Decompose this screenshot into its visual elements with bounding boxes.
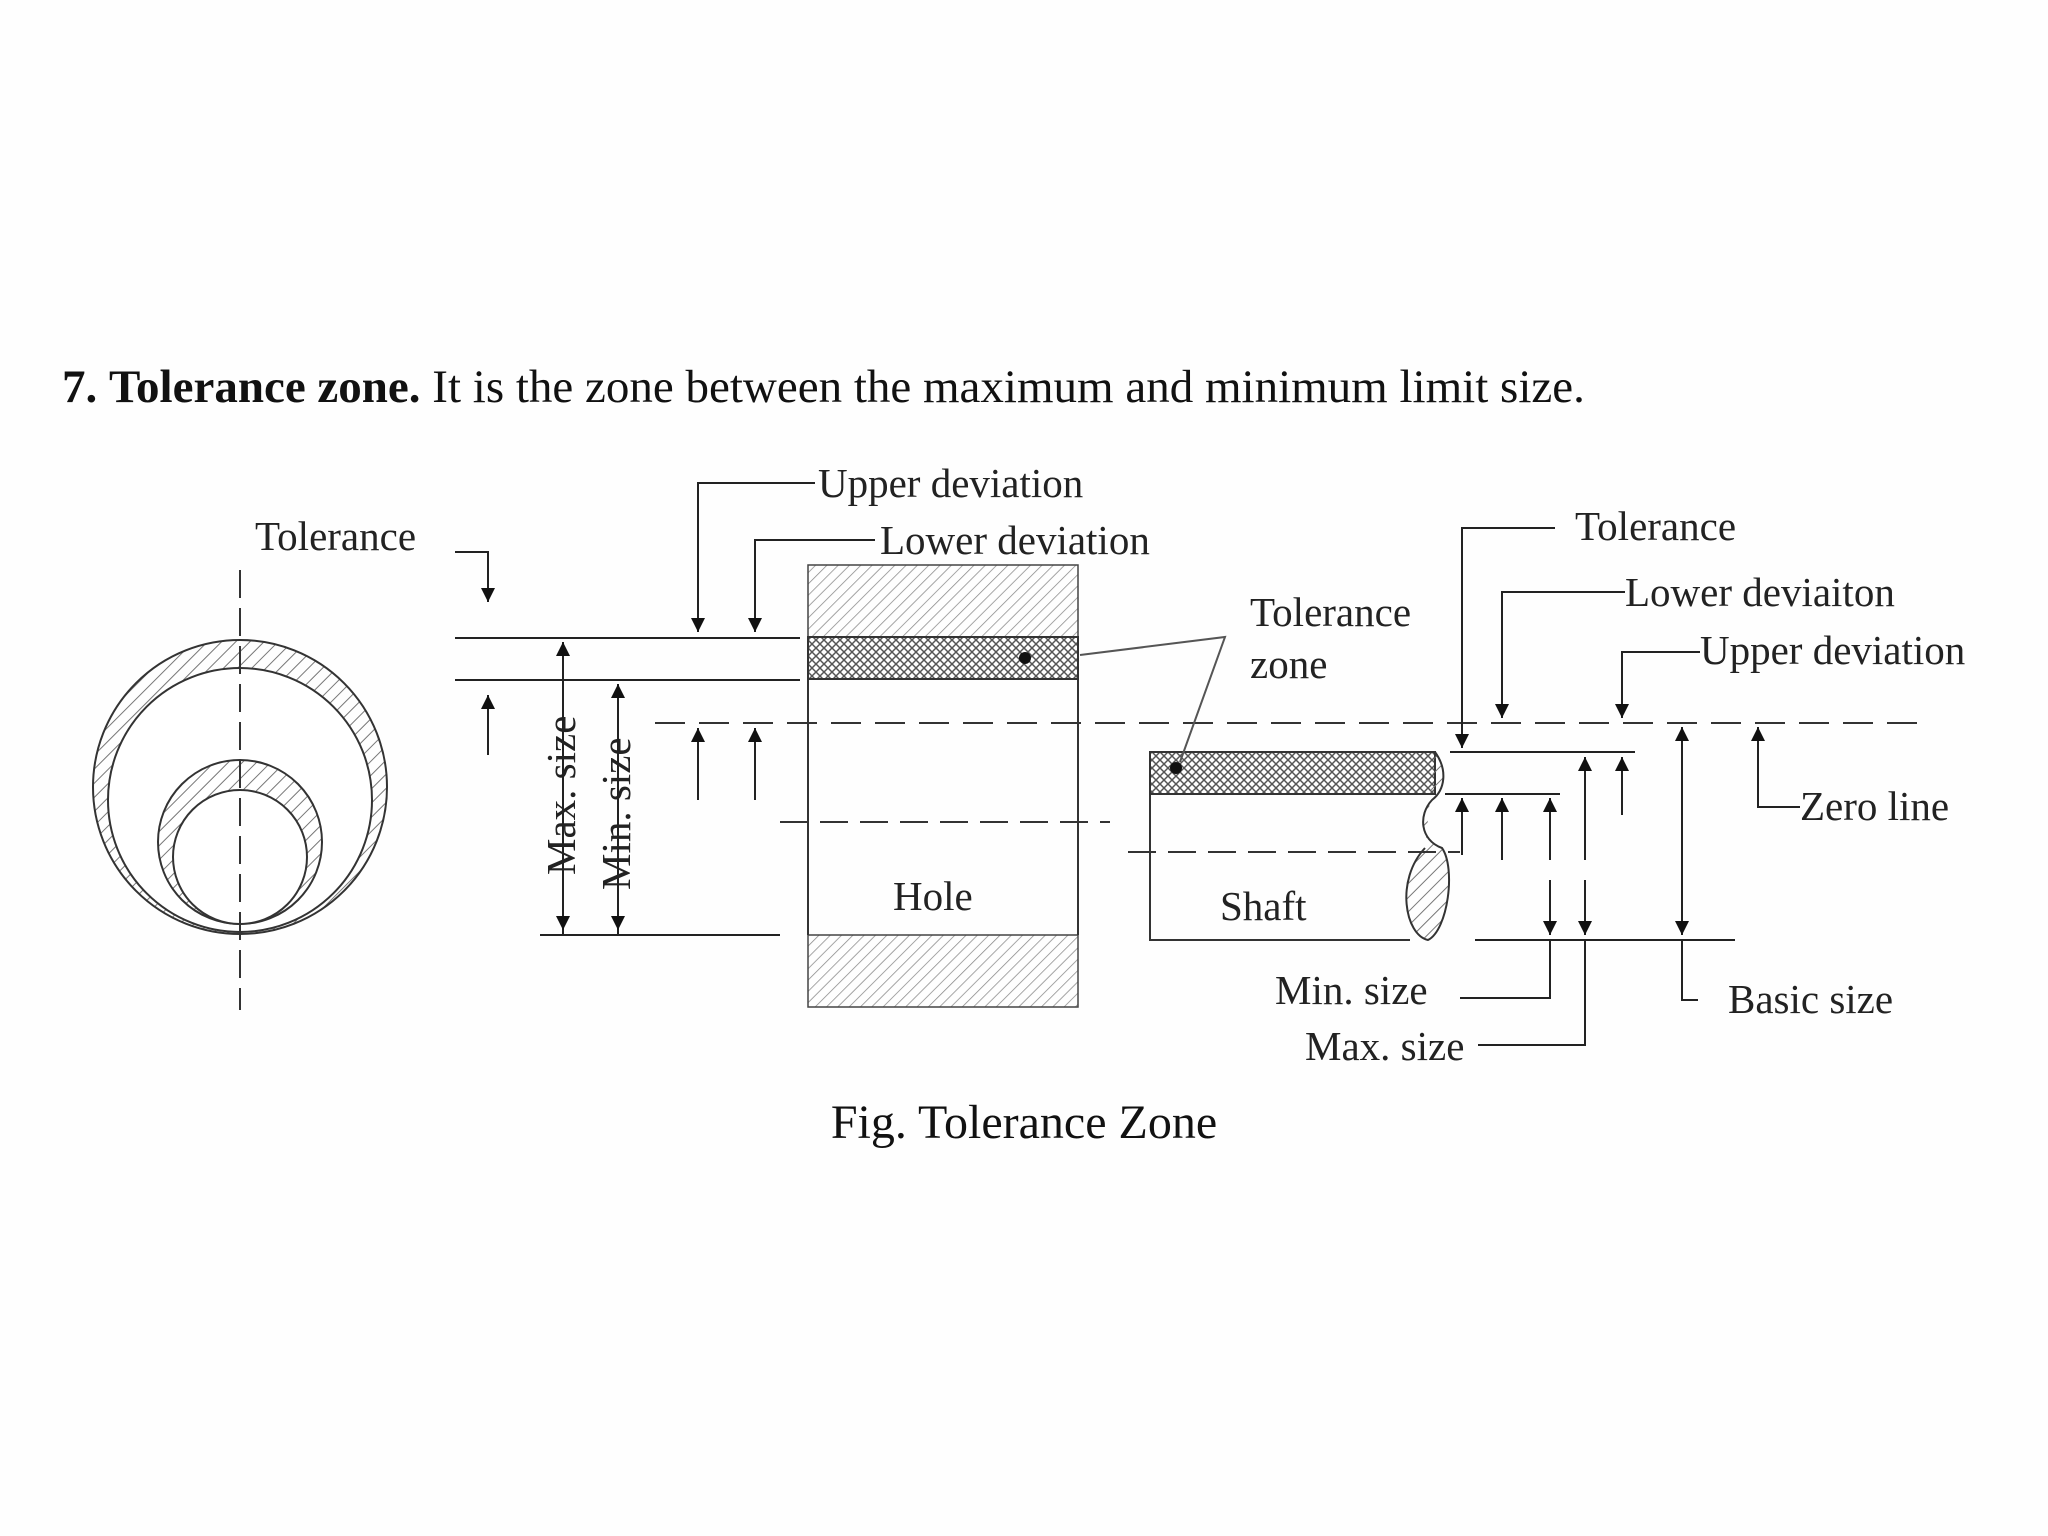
label-tolerance-zone-1: Tolerance	[1250, 589, 1411, 635]
label-max-size-shaft: Max. size	[1305, 1023, 1464, 1069]
heading-term: Tolerance zone.	[109, 361, 421, 413]
label-max-size-hole: Max. size	[538, 716, 584, 875]
label-basic-size: Basic size	[1728, 976, 1893, 1022]
label-upper-deviation-hole: Upper deviation	[818, 460, 1083, 506]
label-zero-line: Zero line	[1800, 783, 1949, 829]
label-tolerance-zone-2: zone	[1250, 641, 1327, 687]
label-hole: Hole	[893, 873, 973, 919]
diagram-labels: Tolerance Upper deviation Lower deviatio…	[255, 460, 1965, 1069]
hole-dimension-lines	[455, 482, 875, 936]
label-upper-deviation-shaft: Upper deviation	[1700, 627, 1965, 673]
heading-definition: It is the zone between the maximum and m…	[420, 361, 1585, 413]
label-lower-deviation-shaft: Lower deviaiton	[1625, 569, 1895, 615]
hole-block	[780, 564, 1110, 1008]
heading-number: 7.	[62, 361, 98, 413]
shaft-dimension-lines	[1445, 527, 1800, 1046]
figure-caption: Fig. Tolerance Zone	[830, 1096, 1218, 1149]
label-lower-deviation-hole: Lower deviation	[880, 517, 1150, 563]
label-shaft: Shaft	[1220, 883, 1307, 929]
hole-shaft-circles	[92, 570, 388, 1010]
section-heading: 7. Tolerance zone. It is the zone betwee…	[62, 360, 1962, 414]
hole-zone-dot	[1019, 652, 1031, 664]
label-tolerance-right: Tolerance	[1575, 503, 1736, 549]
label-min-size-hole: Min. size	[593, 737, 639, 890]
label-tolerance-left: Tolerance	[255, 513, 416, 559]
shaft-zone-dot	[1170, 762, 1182, 774]
label-min-size-shaft: Min. size	[1275, 967, 1428, 1013]
tolerance-zone-leader	[1079, 635, 1227, 763]
shaft-block	[1128, 751, 1460, 942]
